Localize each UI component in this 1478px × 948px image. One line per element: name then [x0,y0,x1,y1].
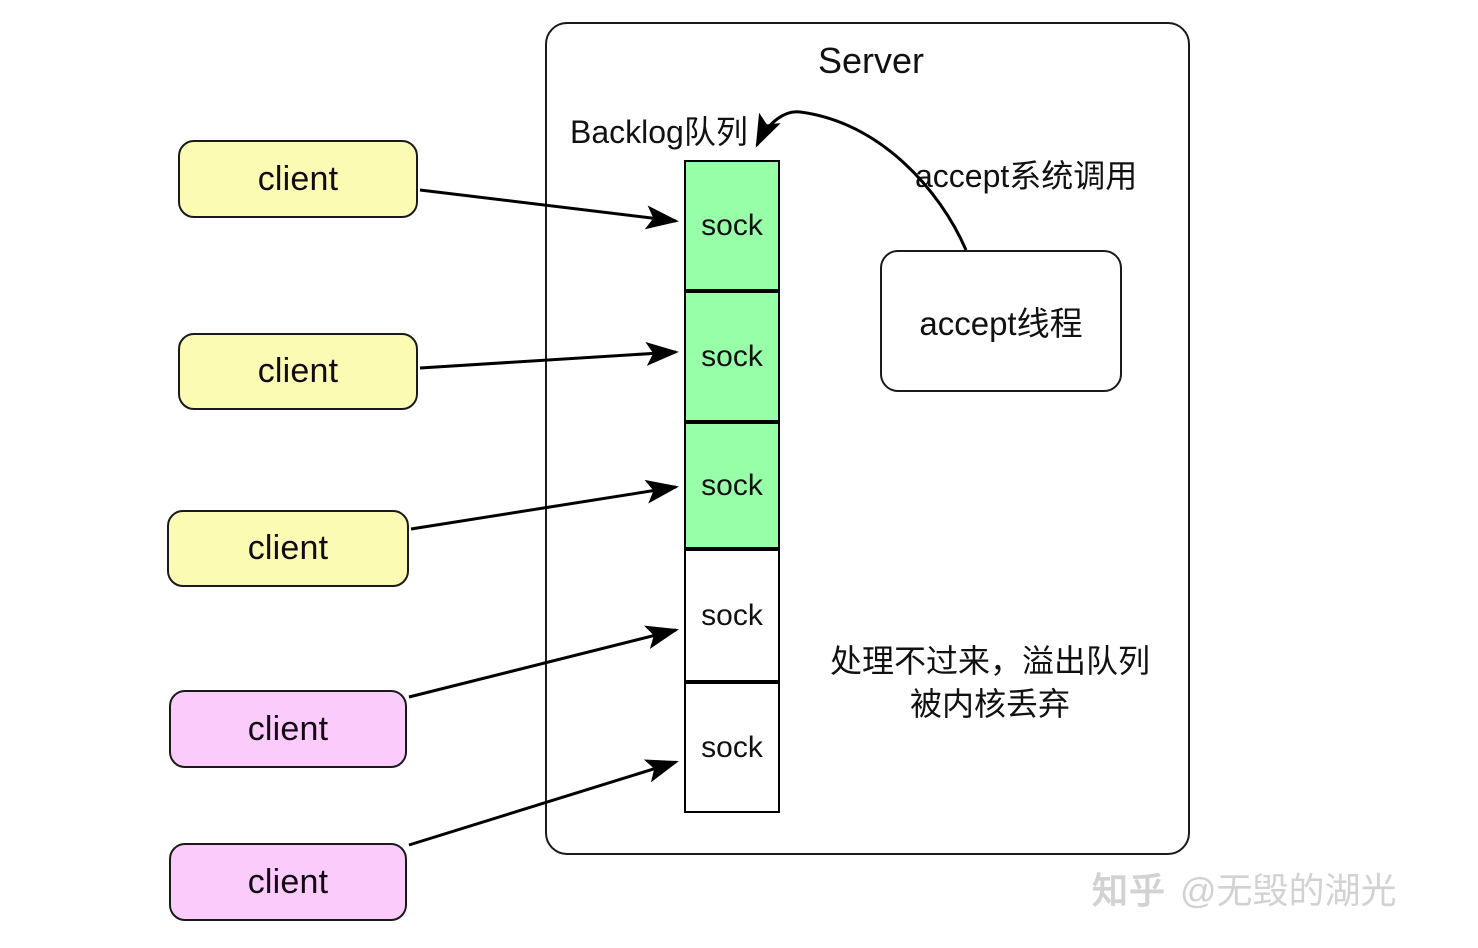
sock-label: sock [701,339,763,373]
client-label: client [247,862,329,901]
sock-label: sock [701,468,763,502]
backlog-cell-1[interactable]: sock [684,160,780,291]
sock-label: sock [701,730,763,764]
client-label: client [257,352,339,390]
backlog-cell-3[interactable]: sock [684,422,780,549]
backlog-cell-5[interactable]: sock [684,682,780,813]
watermark-logo: 知乎 [1092,870,1167,911]
accept-syscall-label: accept系统调用 [915,158,1138,194]
accept-thread-label: accept线程 [919,305,1083,342]
sock-label: sock [701,208,763,242]
accept-thread-node[interactable]: accept线程 [880,250,1122,392]
sock-label: sock [701,598,763,632]
client-label: client [247,529,329,567]
client-node-2[interactable]: client [178,333,418,410]
client-label: client [257,159,339,198]
client-node-5[interactable]: client [169,843,407,921]
server-title: Server [818,40,925,81]
client-node-1[interactable]: client [178,140,418,218]
overflow-note: 处理不过来，溢出队列 被内核丢弃 [829,643,1150,723]
backlog-cell-2[interactable]: sock [684,291,780,422]
client-node-3[interactable]: client [167,510,409,587]
backlog-cell-4[interactable]: sock [684,549,780,682]
backlog-queue-label: Backlog队列 [570,114,748,150]
watermark: 知乎 @无毁的湖光 [1092,862,1397,914]
client-label: client [247,709,329,748]
client-node-4[interactable]: client [169,690,407,768]
watermark-handle: @无毁的湖光 [1180,870,1397,911]
